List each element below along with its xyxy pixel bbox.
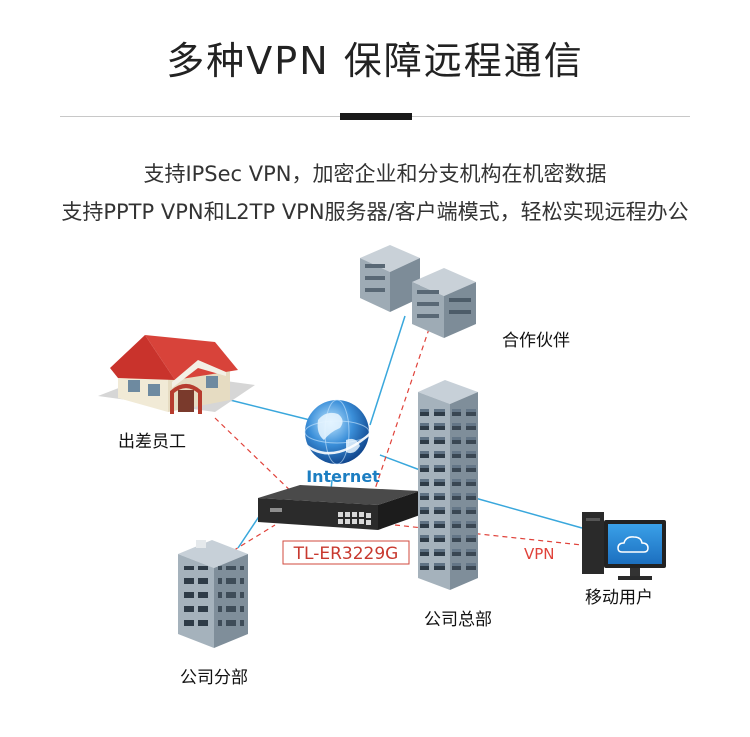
link-internet-hq xyxy=(379,454,421,471)
page-title: 多种VPN 保障远程通信 xyxy=(166,39,584,83)
router-device-icon xyxy=(258,485,420,530)
headquarters-tower-icon xyxy=(418,380,478,590)
link-hq-mobile xyxy=(474,497,583,529)
traveling-staff-label: 出差员工 xyxy=(118,432,186,452)
mobile-user-computer-icon xyxy=(582,512,666,580)
mobile-user-label: 移动用户 xyxy=(585,588,653,608)
router-model-label: TL-ER3229G xyxy=(293,544,399,564)
link-house-internet xyxy=(229,399,311,421)
title-divider-accent xyxy=(340,113,412,120)
description-line-2: 支持PPTP VPN和L2TP VPN服务器/客户端模式，轻松实现远程办公 xyxy=(61,200,689,224)
partner-buildings-icon xyxy=(360,245,476,338)
internet-globe-icon xyxy=(299,399,373,465)
connection-lines xyxy=(214,315,583,561)
branch-label: 公司分部 xyxy=(180,668,248,688)
branch-building-icon xyxy=(178,540,248,648)
partner-label: 合作伙伴 xyxy=(502,331,570,351)
vpn-label: VPN xyxy=(524,545,555,563)
internet-label: Internet xyxy=(306,467,380,486)
link-partner-internet xyxy=(369,315,406,426)
vpn-house-router xyxy=(214,417,301,501)
description-line-1: 支持IPSec VPN，加密企业和分支机构在机密数据 xyxy=(143,162,607,186)
headquarters-label: 公司总部 xyxy=(424,610,492,630)
router-model-box xyxy=(282,540,410,565)
house-icon xyxy=(98,335,255,414)
vpn-partner-router xyxy=(371,319,433,499)
